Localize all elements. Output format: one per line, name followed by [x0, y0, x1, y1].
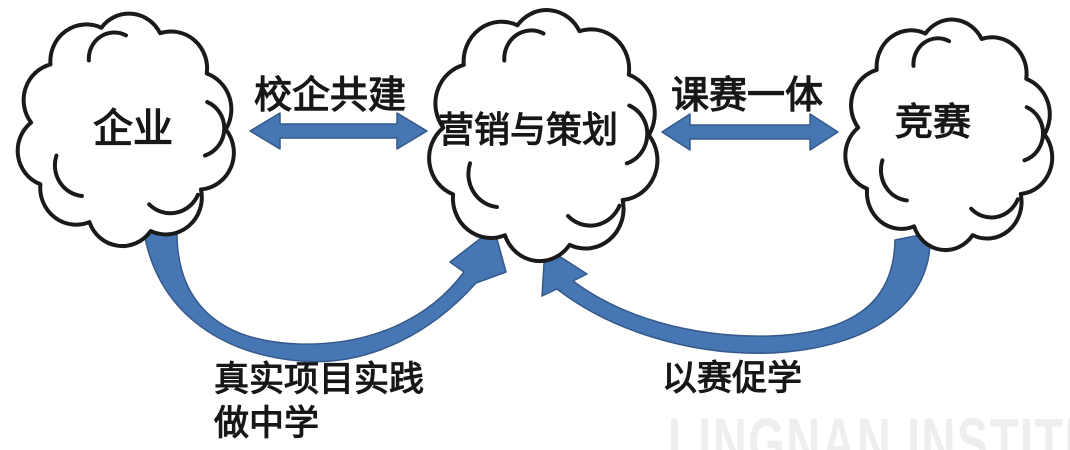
- curved-arrow-competition-learning: [541, 232, 931, 354]
- double-arrow-course-competition: [661, 113, 839, 151]
- cloud-label-enterprise: 企业: [93, 107, 173, 151]
- curved-arrow-real-project: [142, 224, 507, 363]
- label-learning-by-doing-line2: 做中学: [214, 404, 320, 444]
- cloud-label-marketing-planning: 营销与策划: [437, 109, 619, 150]
- label-competition-promotes-learning: 以赛促学: [662, 359, 803, 398]
- label-real-project-practice-line1: 真实项目实践: [214, 360, 425, 399]
- watermark-lingnan-institute: LINGNAN INSTITUTE: [668, 405, 1070, 450]
- cloud-label-competition: 竞赛: [894, 102, 972, 144]
- arrow-label-school-enterprise-co-construction: 校企共建: [253, 75, 407, 117]
- arrow-label-course-competition-integration: 课赛一体: [670, 75, 824, 117]
- double-arrow-school-enterprise: [249, 112, 428, 150]
- label-real-project-practice: 真实项目实践 做中学: [214, 358, 424, 446]
